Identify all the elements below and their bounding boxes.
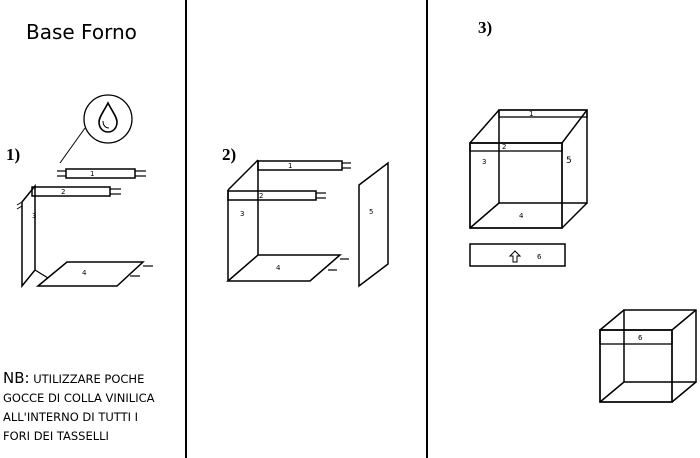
note-prefix: NB: — [3, 369, 30, 387]
note-line-2: GOCCE DI COLLA VINILICA — [3, 391, 155, 405]
part-label-1a: 1 — [90, 170, 94, 178]
assembly-note: NB: UTILIZZARE POCHE GOCCE DI COLLA VINI… — [3, 369, 183, 446]
final-cube — [599, 309, 697, 403]
step-3-label: 3) — [478, 18, 493, 37]
panel-4 — [34, 261, 153, 287]
step-3-cube — [469, 109, 588, 229]
panel-6: 6 — [469, 243, 566, 267]
dowel-2-assembled — [227, 190, 326, 201]
part-label-5c: 5 — [566, 156, 572, 166]
part-label-6a: 6 — [537, 253, 542, 261]
panel-3 — [16, 183, 36, 289]
dowel-2 — [31, 186, 121, 197]
part-label-2a: 2 — [61, 188, 65, 196]
step-2-label: 2) — [222, 145, 237, 164]
part-label-3b: 3 — [240, 210, 244, 218]
part-label-3c: 3 — [482, 158, 486, 166]
part-label-4c: 4 — [519, 212, 524, 220]
dowel-1-assembled — [257, 160, 351, 171]
step-1-label: 1) — [6, 145, 21, 164]
part-label-4a: 4 — [82, 269, 87, 277]
step-2-diagram — [225, 159, 389, 288]
dowel-1 — [57, 168, 146, 179]
note-line-4: FORI DEI TASSELLI — [3, 429, 109, 443]
part-label-3a: 3 — [32, 212, 36, 220]
note-line-3: ALL'INTERNO DI TUTTI I — [3, 410, 139, 424]
part-label-2b: 2 — [259, 192, 263, 200]
step-1-diagram — [16, 94, 153, 289]
part-label-4b: 4 — [276, 264, 281, 272]
part-label-5b: 5 — [369, 208, 373, 216]
page-title: Base Forno — [26, 20, 137, 44]
note-line-1: UTILIZZARE POCHE — [33, 372, 145, 386]
part-label-1c: 1 — [529, 110, 533, 118]
part-label-2c: 2 — [502, 143, 506, 151]
panel-4-assembled — [225, 254, 349, 282]
arrow-up-icon — [508, 250, 522, 263]
part-label-6b: 6 — [638, 334, 643, 342]
panel-5 — [358, 161, 389, 288]
part-label-1b: 1 — [288, 162, 292, 170]
glue-drop-icon — [59, 94, 133, 164]
